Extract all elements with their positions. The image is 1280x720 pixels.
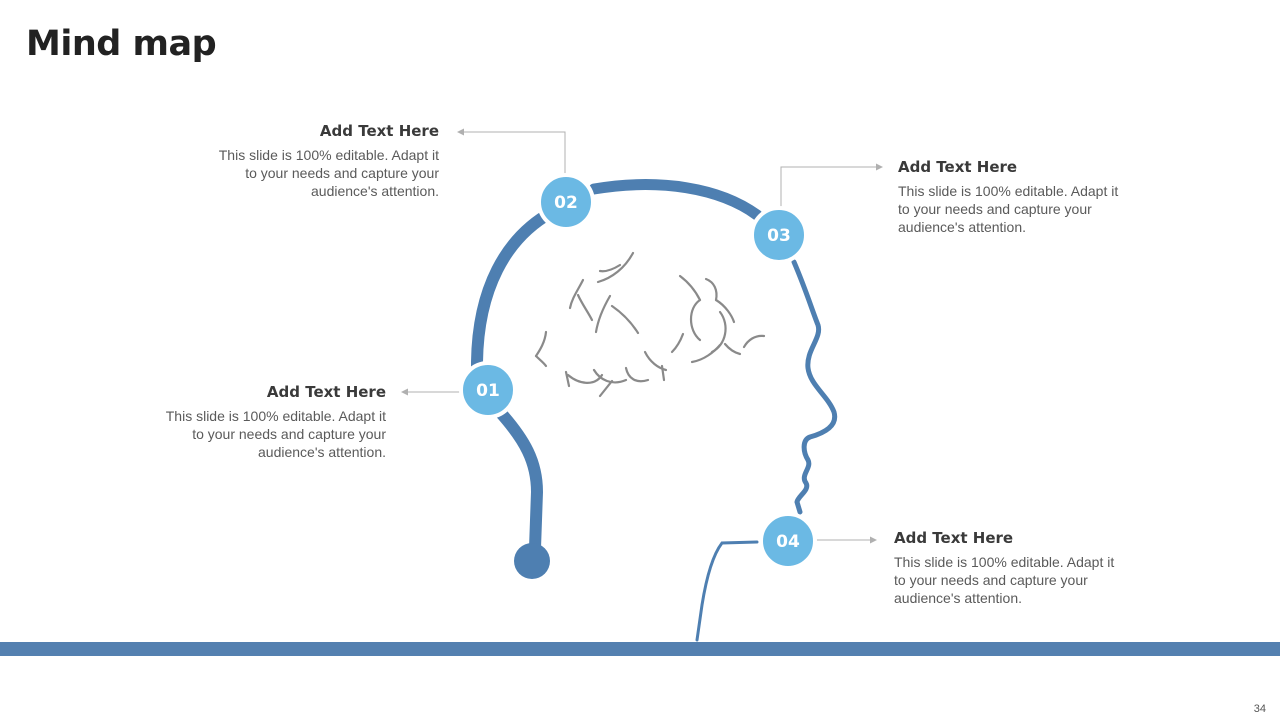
connector-03-arrowhead: [876, 163, 883, 171]
text-block-04-heading: Add Text Here: [894, 529, 1014, 547]
head-neck-end: [514, 543, 550, 579]
connector-01-arrowhead: [401, 388, 408, 396]
connector-02: [462, 131, 566, 177]
brain-doodle: [534, 251, 766, 398]
text-block-04: Add Text Here This slide is 100% editabl…: [894, 529, 1124, 607]
text-block-02: Add Text Here This slide is 100% editabl…: [209, 122, 439, 200]
connector-04-arrowhead: [870, 536, 877, 544]
head-neck-back: [494, 406, 544, 554]
text-block-01: Add Text Here This slide is 100% editabl…: [156, 383, 386, 461]
node-03: 03: [750, 206, 808, 264]
text-block-02-heading: Add Text Here: [319, 122, 439, 140]
text-block-03-heading: Add Text Here: [898, 158, 1018, 176]
node-02: 02: [537, 173, 595, 231]
node-02-number: 02: [554, 193, 578, 213]
footer-bar: [0, 642, 1280, 656]
text-block-03-body: This slide is 100% editable. Adapt it to…: [898, 183, 1119, 235]
node-01-number: 01: [476, 381, 500, 401]
slide-title: Mind map: [26, 24, 217, 64]
text-block-01-heading: Add Text Here: [266, 383, 386, 401]
text-block-03: Add Text Here This slide is 100% editabl…: [898, 158, 1128, 236]
page-number: 34: [1253, 703, 1266, 715]
head-face-profile: [791, 259, 838, 515]
head-back-arc: [471, 206, 558, 378]
head-outline: [471, 179, 838, 642]
head-crown-arc: [588, 179, 763, 221]
node-03-number: 03: [767, 226, 791, 246]
node-01: 01: [459, 361, 517, 419]
head-chin-neck: [695, 540, 759, 642]
node-04: 04: [759, 512, 817, 570]
connector-02-arrowhead: [457, 128, 464, 136]
connectors: [401, 128, 883, 544]
text-block-04-body: This slide is 100% editable. Adapt it to…: [894, 554, 1115, 606]
connector-03: [780, 166, 878, 210]
text-block-02-body: This slide is 100% editable. Adapt it to…: [218, 147, 439, 199]
node-04-number: 04: [776, 532, 800, 552]
text-block-01-body: This slide is 100% editable. Adapt it to…: [165, 408, 386, 460]
